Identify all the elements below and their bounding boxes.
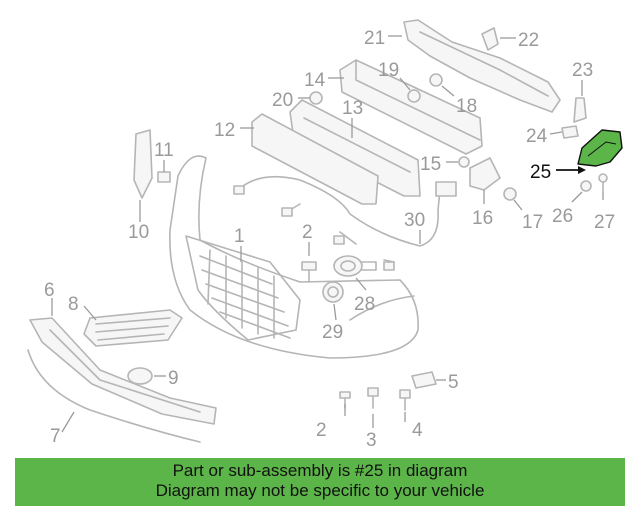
callout-6: 6: [44, 280, 55, 301]
part-12-absorber: [251, 113, 379, 205]
callout-labels: 1 2 2 3 4 5 6 7 8 9 10 11 12 13 14 15 16…: [44, 28, 615, 451]
callout-23: 23: [572, 60, 593, 81]
part-21-upper-bracket: [403, 19, 561, 113]
part-27-screw: [598, 173, 608, 193]
callout-8: 8: [68, 294, 79, 315]
banner-line-1: Part or sub-assembly is #25 in diagram: [172, 461, 468, 480]
callout-27: 27: [594, 212, 615, 233]
part-1-bumper-cover: [169, 155, 419, 359]
callout-15: 15: [420, 154, 441, 175]
part-9-fog-lamp: [127, 367, 153, 385]
callout-26: 26: [552, 206, 573, 227]
callout-29: 29: [322, 322, 343, 343]
callout-3: 3: [366, 430, 377, 451]
callout-18: 18: [456, 96, 477, 117]
callout-28: 28: [354, 294, 375, 315]
part-7-trim: [27, 349, 201, 443]
callout-4: 4: [412, 420, 423, 441]
callout-11: 11: [154, 140, 174, 161]
part-1-grille: [199, 249, 291, 339]
parts-diagram: 1 2 2 3 4 5 6 7 8 9 10 11 12 13 14 15 16…: [27, 19, 623, 451]
part-2-3-4-bolts: [339, 387, 411, 411]
part-28-sensor: [333, 255, 377, 277]
part-8-side-grille: [83, 309, 183, 347]
callout-2a: 2: [302, 222, 313, 243]
part-15-screw: [458, 156, 470, 168]
callout-5: 5: [448, 372, 459, 393]
part-29-grommet: [322, 281, 344, 303]
part-10-side-bracket: [133, 129, 153, 199]
callout-19: 19: [378, 60, 399, 81]
callout-2b: 2: [316, 420, 327, 441]
leader-lines: [51, 35, 604, 433]
part-23-bracket: [573, 97, 587, 123]
part-11-clip: [157, 171, 171, 183]
callout-16: 16: [472, 208, 493, 229]
part-24-clip: [561, 125, 579, 139]
part-16-bracket: [469, 157, 501, 191]
callout-7: 7: [50, 426, 61, 447]
part-2-bolt: [301, 261, 317, 283]
callout-9: 9: [168, 368, 179, 389]
part-6-spoiler: [29, 317, 217, 425]
callout-20: 20: [272, 90, 293, 111]
banner-line-2: Diagram may not be specific to your vehi…: [155, 481, 485, 500]
part-14-impact-bar: [339, 59, 483, 155]
callout-13: 13: [342, 98, 363, 119]
part-25-bracket-highlighted: [577, 129, 623, 167]
info-banner: Part or sub-assembly is #25 in diagram D…: [15, 458, 625, 506]
callout-30: 30: [404, 210, 425, 231]
part-22-bracket: [481, 27, 499, 51]
part-18-bolt: [429, 73, 443, 87]
callout-25: 25: [530, 162, 551, 183]
part-20-nut: [309, 91, 323, 105]
callout-12: 12: [214, 120, 235, 141]
part-17-clip: [503, 187, 517, 201]
callout-14: 14: [304, 70, 326, 91]
part-30-harness: [233, 175, 457, 271]
callout-17: 17: [522, 212, 543, 233]
part-5-clip: [411, 371, 437, 389]
callout-1: 1: [234, 226, 245, 247]
callout-22: 22: [518, 30, 539, 51]
callout-21: 21: [364, 28, 385, 49]
part-19-grommet: [407, 89, 421, 103]
callout-24: 24: [526, 126, 548, 147]
callout-10: 10: [128, 222, 149, 243]
part-26-nut: [580, 180, 592, 192]
